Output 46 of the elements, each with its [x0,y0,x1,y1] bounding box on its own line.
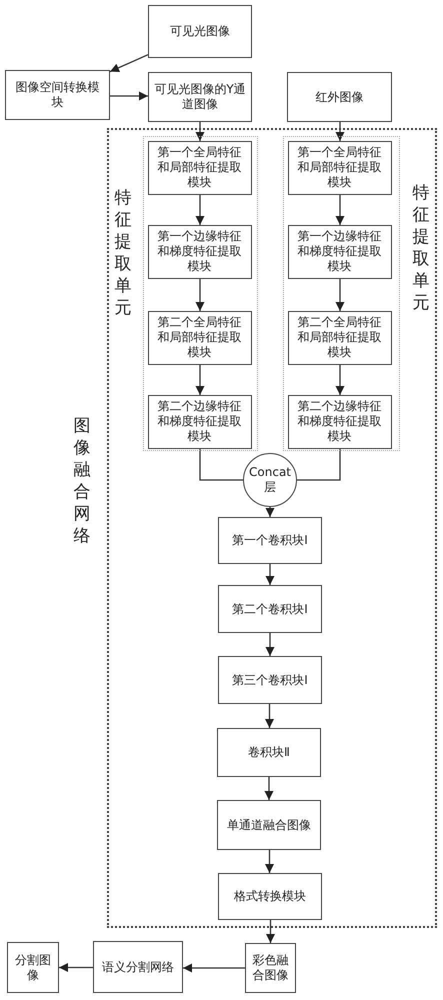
unit-label: 特征提取单元 [114,187,132,319]
process-box: 语义分割网络 [93,941,183,993]
process-box: 第一个边缘特征和梯度特征提取模块 [288,224,392,278]
connector-line [297,449,341,481]
process-box: 卷积块Ⅱ [217,728,321,777]
process-box: 单通道融合图像 [217,800,321,850]
concat-circle: Concat层 [243,453,297,507]
process-box: 可见光图像的Y通道图像 [148,72,252,122]
unit-label: 特征提取单元 [412,182,430,314]
process-box: 第二个全局特征和局部特征提取模块 [288,310,392,364]
arrow [265,564,275,585]
arrow [335,365,345,395]
process-box: 彩色融合图像 [245,943,296,993]
process-box: 分割图像 [7,942,59,993]
arrow [265,633,275,656]
process-box: 第一个全局特征和局部特征提取模块 [288,140,392,194]
connector-line [199,449,243,481]
network-label: 图像融合网络 [73,415,91,547]
process-box: 第一个全局特征和局部特征提取模块 [148,140,252,194]
process-box: 格式转换模块 [218,873,322,920]
process-box: 第三个卷积块Ⅰ [218,656,322,704]
process-box: 第二个卷积块Ⅰ [218,585,322,633]
arrow [335,279,345,311]
arrow [195,122,205,141]
arrow [264,704,274,728]
arrow [195,365,205,395]
arrow [195,195,205,225]
process-box: 第二个边缘特征和梯度特征提取模块 [288,394,392,448]
arrow [266,920,276,943]
process-box: 可见光图像 [148,5,252,58]
process-box: 第二个边缘特征和梯度特征提取模块 [148,394,252,448]
arrow [265,507,275,517]
arrow [264,850,274,873]
arrow [335,195,345,225]
process-box: 红外图像 [287,72,392,122]
arrow [264,777,274,800]
arrow [183,963,245,973]
process-box: 第一个边缘特征和梯度特征提取模块 [148,224,252,278]
process-box: 图像空间转换模块 [5,70,110,120]
arrow [335,122,345,141]
arrow [110,91,148,101]
process-box: 第一个卷积块Ⅰ [218,517,322,564]
process-box: 第二个全局特征和局部特征提取模块 [148,310,252,364]
arrow [195,279,205,311]
arrow [59,962,93,972]
arrow [110,54,148,72]
